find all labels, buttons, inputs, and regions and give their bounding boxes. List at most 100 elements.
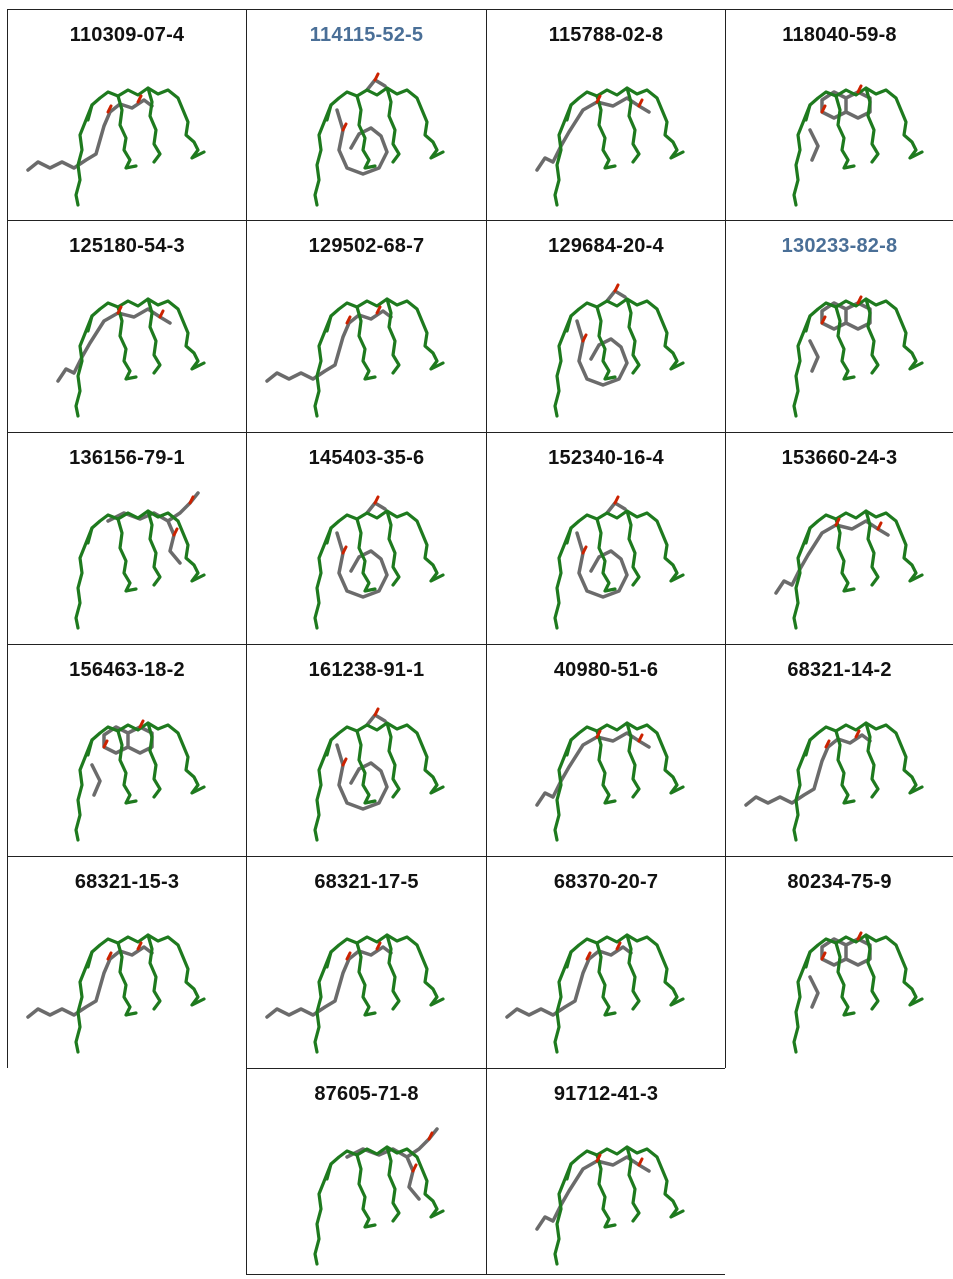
- oxygen-bond: [106, 104, 113, 114]
- reference-branch: [385, 721, 401, 799]
- reference-branch: [116, 941, 138, 1017]
- cas-number-label: 153660-24-3: [781, 447, 898, 469]
- oxygen-bond: [427, 1131, 434, 1141]
- reference-branch: [325, 526, 333, 545]
- cas-number-label: 129684-20-4: [548, 235, 664, 257]
- reference-branch: [804, 103, 812, 122]
- reference-chain: [792, 509, 924, 630]
- reference-branch: [355, 94, 377, 170]
- oxygen-bond: [595, 1153, 602, 1163]
- molecule-overlay-image: [26, 933, 206, 1054]
- reference-chain: [553, 86, 685, 207]
- molecule-cell: 145403-35-6: [246, 432, 487, 645]
- reference-branch: [864, 933, 880, 1011]
- molecule-cell: 161238-91-1: [246, 644, 487, 857]
- reference-branch: [595, 729, 617, 805]
- oxygen-bond: [373, 72, 380, 82]
- cas-number-label[interactable]: 114115-52-5: [309, 24, 424, 46]
- query-chain: [535, 731, 651, 807]
- reference-branch: [625, 721, 641, 799]
- reference-branch: [804, 526, 812, 545]
- reference-branch: [804, 314, 812, 333]
- cas-number-label: 80234-75-9: [787, 871, 892, 893]
- reference-chain: [553, 509, 685, 630]
- reference-branch: [146, 297, 162, 375]
- oxygen-bond: [820, 315, 827, 325]
- cas-number-label[interactable]: 130233-82-8: [781, 235, 898, 257]
- reference-chain: [553, 297, 685, 418]
- molecule-cell: 68321-15-3: [7, 856, 247, 1069]
- cas-number-label: 115788-02-8: [548, 24, 664, 46]
- reference-branch: [116, 729, 138, 805]
- cas-number-label: 40980-51-6: [553, 659, 659, 681]
- reference-branch: [565, 526, 573, 545]
- cas-number-label: 136156-79-1: [69, 447, 185, 469]
- oxygen-bond: [341, 122, 348, 132]
- reference-chain: [313, 509, 445, 630]
- molecule-cell: 115788-02-8: [486, 9, 726, 221]
- reference-chain: [313, 1145, 445, 1266]
- oxygen-bond: [172, 527, 179, 537]
- oxygen-bond: [613, 495, 620, 505]
- reference-branch: [565, 950, 573, 969]
- reference-branch: [116, 305, 138, 381]
- molecule-cell: 129502-68-7: [246, 220, 487, 433]
- molecule-cell: 68321-14-2: [725, 644, 953, 857]
- reference-chain: [74, 86, 206, 207]
- reference-chain: [313, 721, 445, 842]
- molecule-overlay-image: [313, 707, 445, 842]
- molecule-overlay-image: [265, 933, 445, 1054]
- reference-branch: [116, 94, 138, 170]
- reference-chain: [792, 721, 924, 842]
- reference-branch: [86, 103, 94, 122]
- cas-number-label: 129502-68-7: [308, 235, 425, 257]
- reference-branch: [834, 94, 856, 170]
- molecule-overlay-image: [774, 509, 924, 630]
- empty-cell: [725, 1068, 953, 1275]
- reference-branch: [864, 509, 880, 587]
- oxygen-bond: [834, 517, 841, 527]
- reference-branch: [385, 1145, 401, 1223]
- oxygen-bond: [854, 729, 861, 739]
- cas-number-label: 161238-91-1: [308, 659, 425, 681]
- oxygen-bond: [373, 707, 380, 717]
- reference-chain: [792, 297, 924, 418]
- oxygen-bond: [188, 495, 195, 505]
- oxygen-bond: [876, 521, 883, 531]
- cas-number-label: 145403-35-6: [308, 447, 425, 469]
- query-chain: [744, 733, 872, 807]
- query-chain: [535, 96, 651, 172]
- query-chain: [265, 945, 393, 1019]
- oxygen-bond: [375, 941, 382, 951]
- reference-branch: [565, 314, 573, 333]
- molecule-overlay-image: [505, 933, 685, 1054]
- reference-branch: [86, 950, 94, 969]
- reference-branch: [625, 297, 641, 375]
- reference-branch: [116, 517, 138, 593]
- oxygen-bond: [341, 757, 348, 767]
- reference-chain: [553, 933, 685, 1054]
- reference-chain: [553, 1145, 685, 1266]
- oxygen-bond: [116, 305, 123, 315]
- molecule-cell: 68370-20-7: [486, 856, 726, 1069]
- reference-branch: [325, 103, 333, 122]
- oxygen-bond: [581, 545, 588, 555]
- oxygen-bond: [824, 739, 831, 749]
- oxygen-bond: [615, 941, 622, 951]
- reference-branch: [834, 729, 856, 805]
- reference-branch: [625, 1145, 641, 1223]
- molecule-cell: 153660-24-3: [725, 432, 953, 645]
- molecule-overlay-image: [74, 491, 206, 630]
- molecule-cell: 130233-82-8: [725, 220, 953, 433]
- reference-branch: [864, 86, 880, 164]
- molecule-cell: 68321-17-5: [246, 856, 487, 1069]
- oxygen-bond: [106, 951, 113, 961]
- molecule-overlay-image: [792, 84, 924, 207]
- reference-chain: [74, 933, 206, 1054]
- oxygen-bond: [595, 729, 602, 739]
- molecule-cell: 118040-59-8: [725, 9, 953, 221]
- reference-branch: [325, 1162, 333, 1181]
- query-chain: [535, 1155, 651, 1231]
- reference-branch: [595, 305, 617, 381]
